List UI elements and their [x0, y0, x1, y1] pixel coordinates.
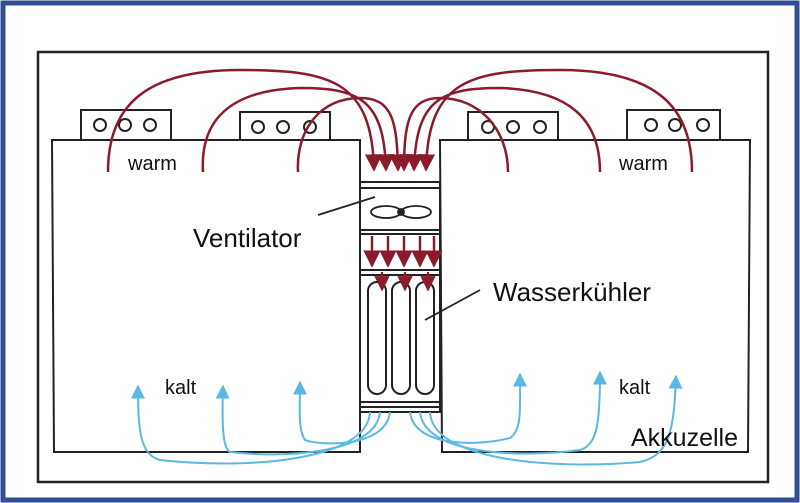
- warm-air-arrows-left: [106, 68, 407, 173]
- label-akkuzelle: Akkuzelle: [631, 424, 738, 452]
- wasserkuehler-leader-line: [424, 289, 481, 321]
- terminal-block-right-2: [626, 109, 721, 141]
- warm-air-arrows-right: [395, 68, 694, 173]
- battery-cell-left: [50, 139, 361, 453]
- label-ventilator: Ventilator: [193, 223, 302, 253]
- fan-icon: [370, 205, 432, 219]
- label-warm-right: warm: [619, 153, 668, 175]
- ventilator-leader-line: [317, 196, 376, 216]
- terminal-block-left-1: [80, 109, 172, 141]
- cold-air-arrows-left: [131, 380, 391, 465]
- label-wasserkuehler: Wasserkühler: [493, 277, 651, 307]
- label-warm-left: warm: [128, 153, 177, 175]
- warm-air-arrows-center: [363, 236, 443, 268]
- label-kalt-left: kalt: [165, 377, 197, 399]
- radiator-tubes: [367, 281, 435, 395]
- terminal-block-right-1: [467, 111, 559, 143]
- label-kalt-right: kalt: [619, 377, 651, 399]
- warm-air-arrows-radiator: [374, 272, 436, 292]
- cold-air-arrows-right: [409, 370, 683, 466]
